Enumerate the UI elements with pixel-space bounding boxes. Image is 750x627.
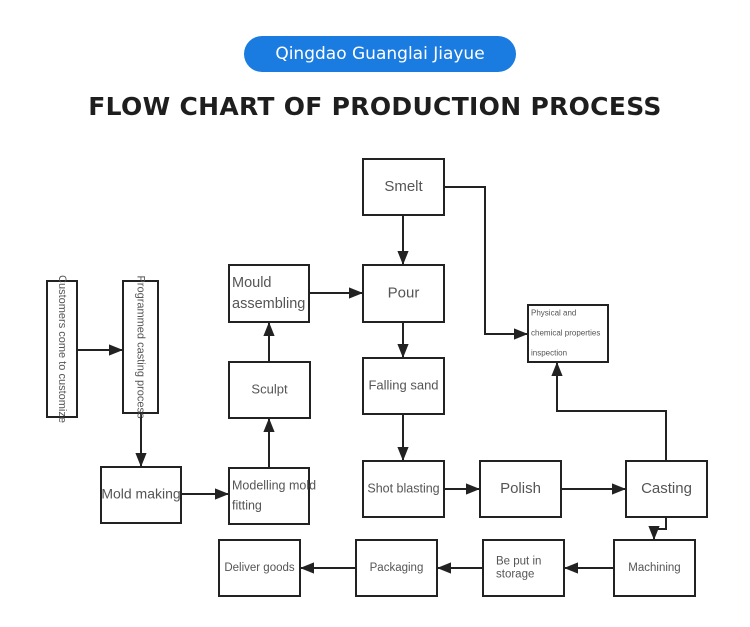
node-casting: Casting bbox=[625, 460, 708, 518]
node-box bbox=[228, 361, 311, 419]
node-label: Casting bbox=[641, 480, 692, 497]
node-falling-sand: Falling sand bbox=[362, 357, 445, 415]
node-label: Smelt bbox=[384, 178, 423, 195]
node-shot-blasting: Shot blasting bbox=[362, 460, 445, 518]
node-label: storage bbox=[496, 569, 534, 581]
node-box bbox=[362, 460, 445, 518]
node-programmed: Programmed casting process bbox=[122, 275, 159, 419]
node-box bbox=[218, 539, 301, 597]
node-box bbox=[362, 264, 445, 323]
arrow-casting-to-machining bbox=[648, 517, 667, 540]
node-label: Falling sand bbox=[368, 377, 438, 392]
node-label: Modelling mold bbox=[232, 478, 316, 492]
arrow-smelt-to-inspection bbox=[444, 186, 528, 340]
node-deliver: Deliver goods bbox=[218, 539, 301, 597]
node-label: Mould bbox=[232, 275, 272, 291]
node-machining: Machining bbox=[613, 539, 696, 597]
node-label: Pour bbox=[388, 284, 420, 301]
node-label: Be put in bbox=[496, 556, 541, 568]
node-mold-making: Mold making bbox=[100, 466, 182, 524]
node-box bbox=[228, 264, 310, 323]
node-label: Packaging bbox=[370, 562, 424, 574]
page-title: FLOW CHART OF PRODUCTION PROCESS bbox=[88, 92, 662, 121]
arrow-casting-to-inspection bbox=[551, 362, 667, 461]
node-box bbox=[362, 357, 445, 415]
node-sculpt: Sculpt bbox=[228, 361, 311, 419]
company-badge: Qingdao Guanglai Jiayue bbox=[244, 36, 516, 72]
node-smelt: Smelt bbox=[362, 158, 445, 216]
node-label: assembling bbox=[232, 296, 305, 312]
node-label: chemical properties bbox=[531, 329, 600, 338]
node-box bbox=[228, 467, 310, 525]
node-label: Customers come to customize bbox=[56, 275, 68, 423]
node-label: Mold making bbox=[101, 486, 180, 502]
node-label: Shot blasting bbox=[367, 481, 439, 495]
node-box bbox=[355, 539, 438, 597]
node-label: Polish bbox=[500, 480, 541, 497]
node-label: Programmed casting process bbox=[135, 275, 147, 419]
node-box bbox=[479, 460, 562, 518]
node-box bbox=[482, 539, 565, 597]
node-label: Physical and bbox=[531, 309, 576, 318]
node-pour: Pour bbox=[362, 264, 445, 323]
node-box bbox=[100, 466, 182, 524]
node-inspection: Physical and chemical properties inspectio… bbox=[527, 304, 609, 363]
node-box bbox=[527, 304, 609, 363]
node-box bbox=[613, 539, 696, 597]
node-box bbox=[362, 158, 445, 216]
node-packaging: Packaging bbox=[355, 539, 438, 597]
node-customers: Customers come to customize bbox=[46, 275, 78, 423]
node-label: inspection bbox=[531, 349, 567, 358]
node-box bbox=[122, 280, 159, 414]
node-box bbox=[46, 280, 78, 418]
node-box bbox=[625, 460, 708, 518]
node-mould-assembling: Mould assembling bbox=[228, 264, 310, 323]
node-label: Machining bbox=[628, 562, 680, 574]
node-label: Sculpt bbox=[251, 381, 288, 396]
node-label: fitting bbox=[232, 498, 262, 512]
node-polish: Polish bbox=[479, 460, 562, 518]
node-modelling: Modelling mold fitting bbox=[228, 467, 316, 525]
node-label: Deliver goods bbox=[224, 562, 295, 574]
